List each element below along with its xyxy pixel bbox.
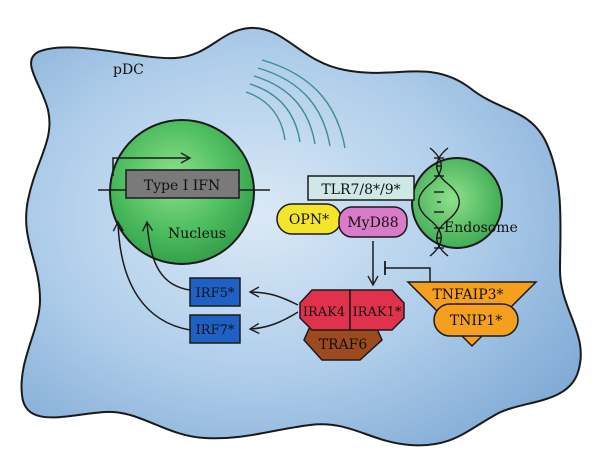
tnip1-label: TNIP1* <box>450 313 502 329</box>
myd88-label: MyD88 <box>347 215 398 231</box>
irf5-box <box>189 277 241 307</box>
signal-waves <box>245 59 346 149</box>
irak-to-irf5-arrow <box>248 286 299 306</box>
gene-label: Type I IFN <box>144 178 220 194</box>
irf7-to-gene-arrow <box>112 220 191 331</box>
irf7-box <box>189 314 241 344</box>
inhibition-line <box>385 267 431 282</box>
irak4-label: IRAK4 <box>303 305 345 320</box>
tnfaip3-label: TNFAIP3* <box>432 287 503 303</box>
opn-label: OPN* <box>289 212 329 228</box>
type-i-ifn-gene <box>125 169 240 199</box>
irak-to-irf7-arrow <box>248 311 299 335</box>
cell-label: pDC <box>113 62 144 78</box>
traf6-label: TRAF6 <box>319 337 368 353</box>
irf5-to-gene-arrow <box>142 220 191 291</box>
tnip1-protein <box>433 303 519 337</box>
endosome-label: Endosome <box>444 220 518 236</box>
irf7-label: IRF7* <box>196 323 235 338</box>
tlr-receptor <box>307 175 415 201</box>
transcription-arrow <box>112 152 192 176</box>
irak1-label: IRAK1* <box>353 305 402 320</box>
nucleic-acid-helix-icon <box>418 147 460 257</box>
irf5-label: IRF5* <box>196 286 235 301</box>
myd88-protein <box>338 206 408 238</box>
tlr-label: TLR7/8*/9* <box>321 182 400 198</box>
irak1-protein <box>349 289 405 331</box>
nucleus-label: Nucleus <box>168 226 226 242</box>
